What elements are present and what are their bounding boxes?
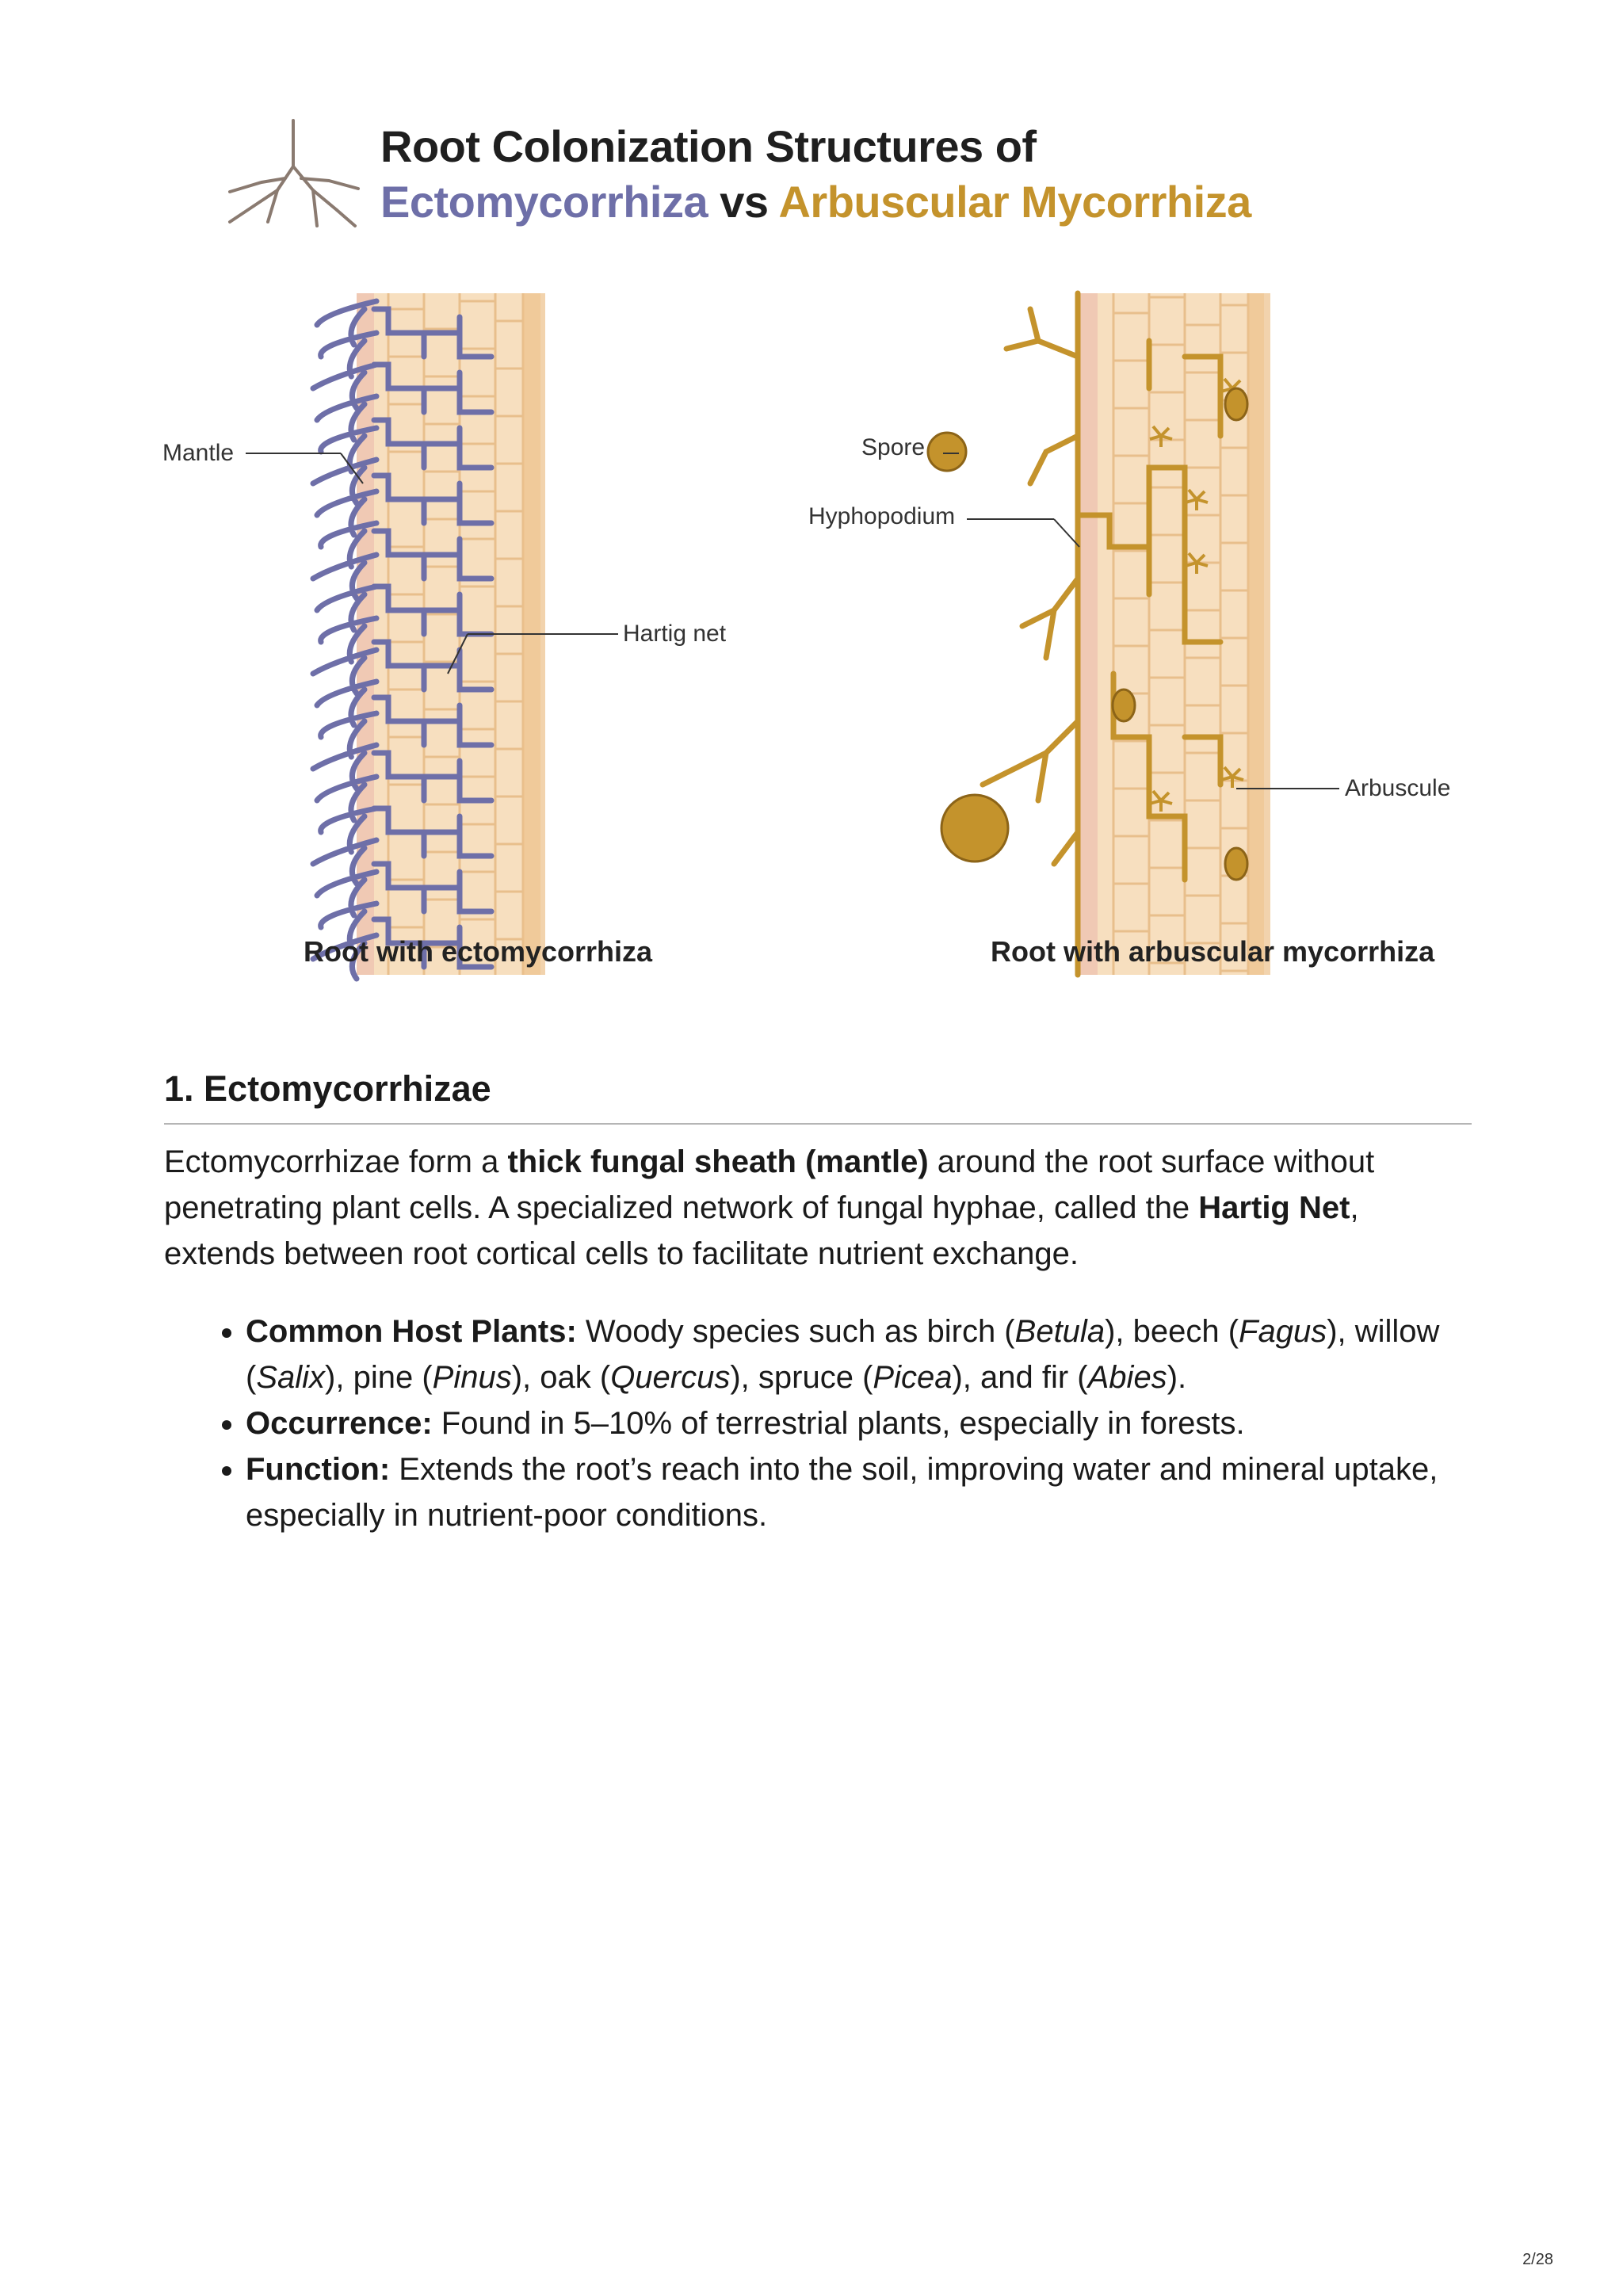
bullet-host-plants: Common Host Plants: Woody species such a… [246, 1308, 1472, 1400]
ectomycorrhizae-section: 1. Ectomycorrhizae Ectomycorrhizae form … [164, 1066, 1472, 1538]
caption-arbuscular: Root with arbuscular mycorrhiza [991, 935, 1435, 968]
bullet-occurrence: Occurrence: Found in 5–10% of terrestria… [246, 1400, 1472, 1446]
title-am: Arbuscular Mycorrhiza [778, 177, 1251, 227]
root-colonization-figure: Root Colonization Structures of Ectomyco… [151, 103, 1482, 983]
label-arbuscule: Arbuscule [1345, 775, 1451, 801]
page-number: 2/28 [1522, 2251, 1553, 2268]
caption-ectomycorrhiza: Root with ectomycorrhiza [304, 935, 653, 968]
label-hyphopodium: Hyphopodium [808, 503, 956, 529]
bullet-function: Function: Extends the root’s reach into … [246, 1446, 1472, 1538]
title-ecto: Ectomycorrhiza [380, 177, 708, 227]
root-icon [228, 119, 360, 227]
section-heading: 1. Ectomycorrhizae [164, 1066, 1472, 1125]
figure-drawing [228, 119, 1339, 982]
am-root-diagram [926, 290, 1339, 978]
figure-title-line1: Root Colonization Structures of [380, 121, 1037, 171]
label-mantle: Mantle [162, 440, 235, 466]
label-hartig-net: Hartig net [623, 621, 727, 647]
section-paragraph: Ectomycorrhizae form a thick fungal shea… [164, 1144, 1375, 1271]
figure-title: Root Colonization Structures of Ectomyco… [380, 119, 1251, 230]
title-vs: vs [708, 177, 779, 227]
bullet-list: Common Host Plants: Woody species such a… [164, 1308, 1472, 1538]
ecto-root-diagram [246, 293, 618, 982]
label-spore: Spore [861, 434, 926, 460]
